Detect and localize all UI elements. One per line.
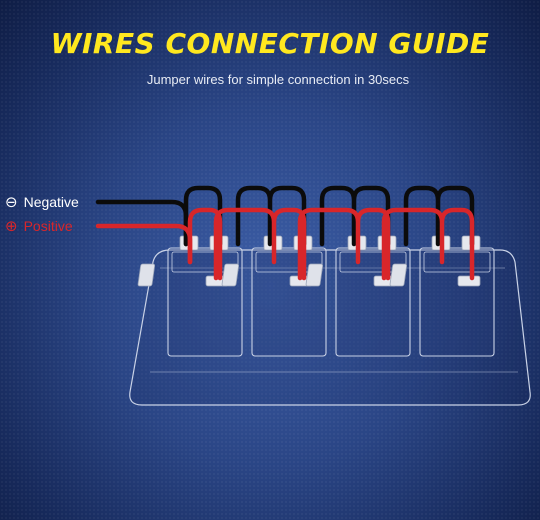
switch-top-rim [339,251,407,273]
rocker-switch [389,235,495,357]
switch-body [419,247,495,357]
legend-positive-label: Positive [23,218,73,234]
legend-positive: ⊕ Positive [5,217,73,235]
terminal-lower-left [305,263,324,287]
switch-top-rim [423,251,491,273]
terminal-lower-right [457,275,481,287]
switch-panel-base [129,249,531,406]
terminal-lower-left [221,263,240,287]
legend-negative: ⊖ Negative [5,193,79,211]
switch-top-rim [171,251,239,273]
minus-circle-icon: ⊖ [5,193,18,211]
terminal-lower-left [137,263,156,287]
guide-subtitle: Jumper wires for simple connection in 30… [146,72,410,87]
switch-top-rim [255,251,323,273]
terminal-lower-left [389,263,408,287]
legend-negative-label: Negative [23,194,79,210]
negative-wire [95,185,475,247]
positive-wire [95,207,475,281]
guide-title: WIRES CONNECTION GUIDE [50,27,490,60]
plus-circle-icon: ⊕ [5,217,18,235]
